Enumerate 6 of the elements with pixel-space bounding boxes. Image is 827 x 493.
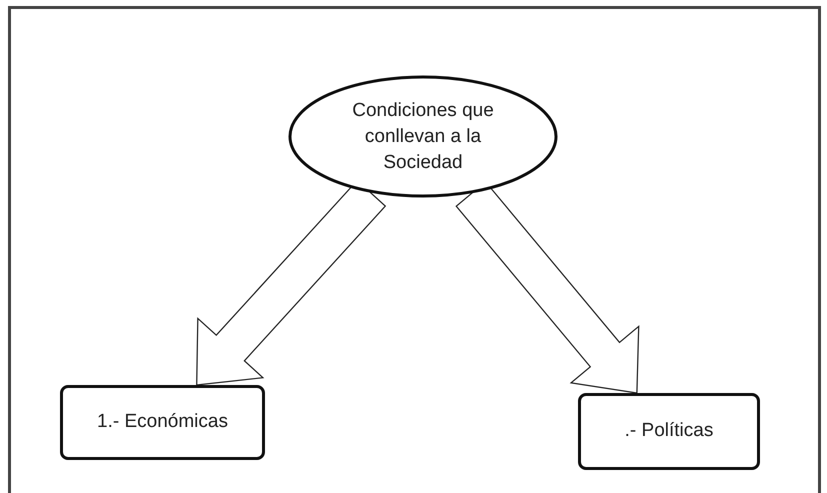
node-label: Condiciones que conllevan a la Sociedad xyxy=(351,98,495,174)
rounded-box xyxy=(60,385,265,460)
node-label: 1.- Económicas xyxy=(97,410,228,434)
rounded-box xyxy=(578,393,760,470)
ellipse-node xyxy=(288,75,558,198)
node-label: .- Políticas xyxy=(624,419,714,444)
